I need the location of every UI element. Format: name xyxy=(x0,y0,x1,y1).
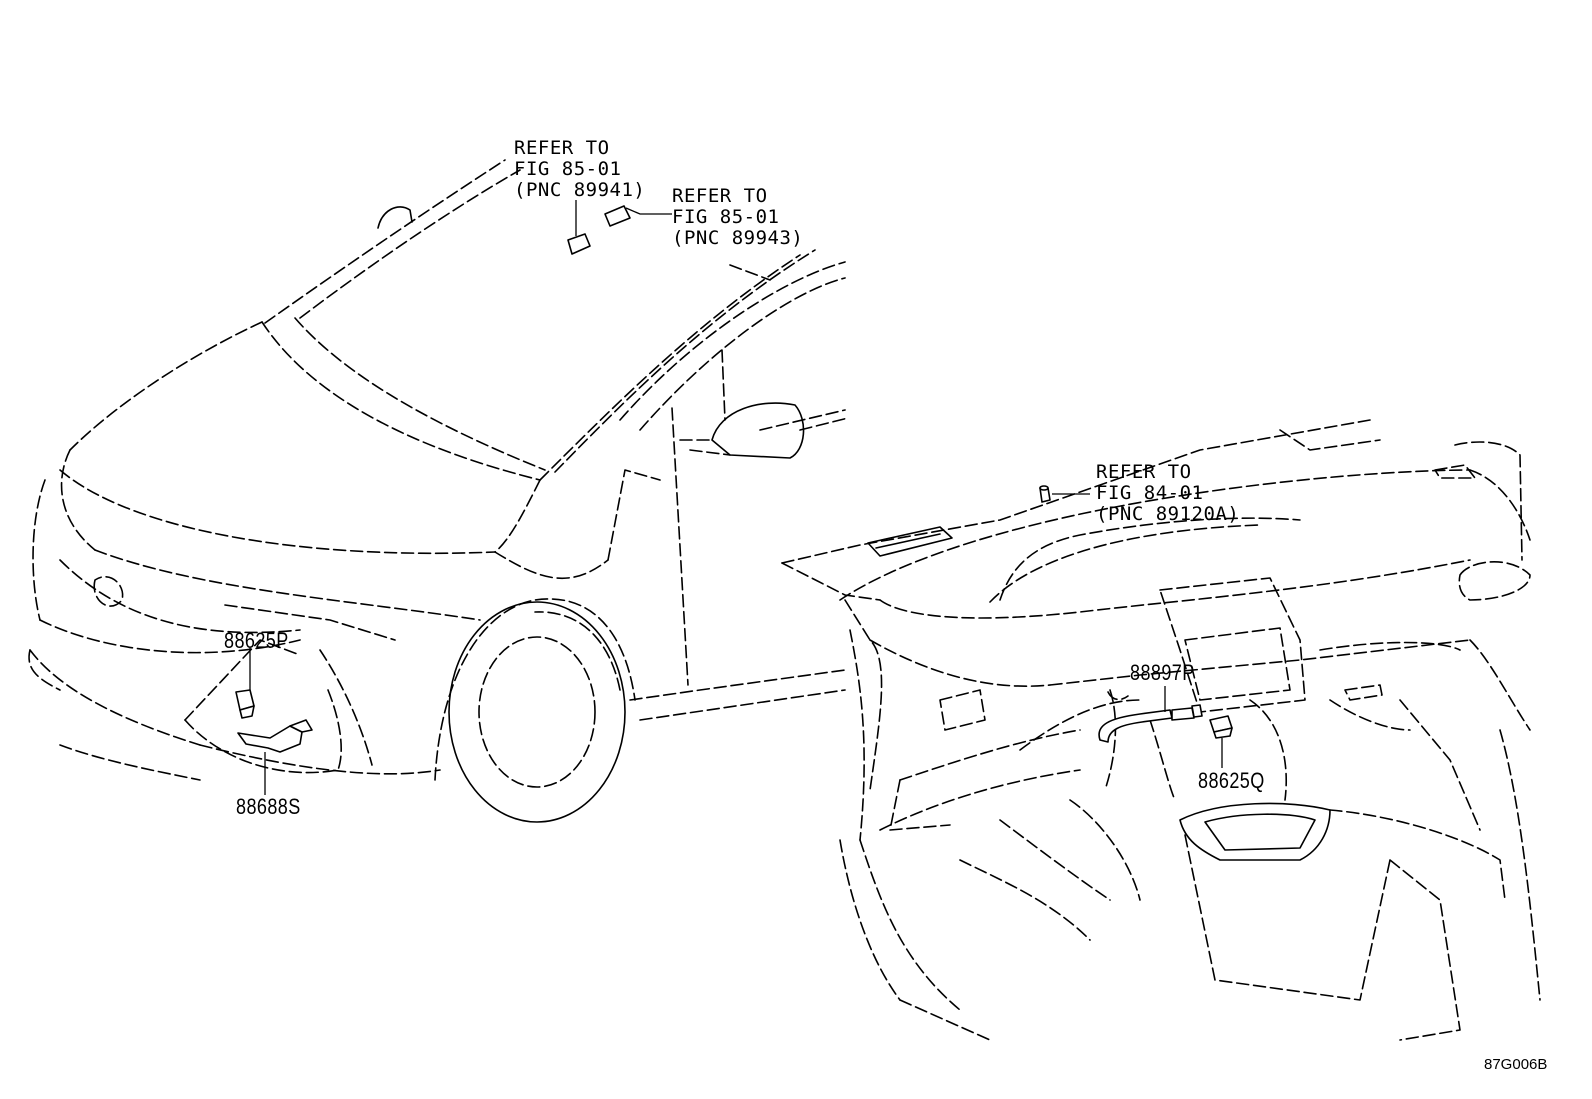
part-number-88625p[interactable]: 88625P xyxy=(224,628,289,653)
part-number-88897p[interactable]: 88897P xyxy=(1130,660,1195,685)
reference-line-2: FIG 85-01 xyxy=(672,206,780,228)
reference-note-pnc-89120a: REFER TO FIG 84-01 (PNC 89120A) xyxy=(1096,462,1239,525)
sensor-89120A xyxy=(1039,485,1051,503)
reference-line-2: FIG 85-01 xyxy=(514,158,622,180)
harness-88897P xyxy=(1098,691,1203,743)
reference-line-1: REFER TO xyxy=(514,137,610,159)
reference-line-3: (PNC 89120A) xyxy=(1096,503,1240,525)
reference-line-3: (PNC 89943) xyxy=(672,227,804,249)
reference-line-2: FIG 84-01 xyxy=(1096,482,1204,504)
reference-line-3: (PNC 89941) xyxy=(514,179,646,201)
figure-code: 87G006B xyxy=(1484,1056,1548,1073)
reference-note-pnc-89943: REFER TO FIG 85-01 (PNC 89943) xyxy=(672,186,803,249)
bracket-88625Q xyxy=(1209,715,1233,739)
reference-note-pnc-89941: REFER TO FIG 85-01 (PNC 89941) xyxy=(514,138,645,201)
reference-line-1: REFER TO xyxy=(672,185,768,207)
roof-sensor-89941 xyxy=(567,233,591,255)
car-exterior-drawing xyxy=(28,159,849,823)
bracket-88688S xyxy=(237,719,313,753)
reference-line-1: REFER TO xyxy=(1096,461,1192,483)
part-number-88625q[interactable]: 88625Q xyxy=(1198,768,1265,793)
roof-sensor-89943 xyxy=(604,205,631,227)
bracket-88625P xyxy=(235,689,255,719)
part-number-88688s[interactable]: 88688S xyxy=(236,794,301,819)
dashboard-interior-drawing xyxy=(781,419,1541,1041)
